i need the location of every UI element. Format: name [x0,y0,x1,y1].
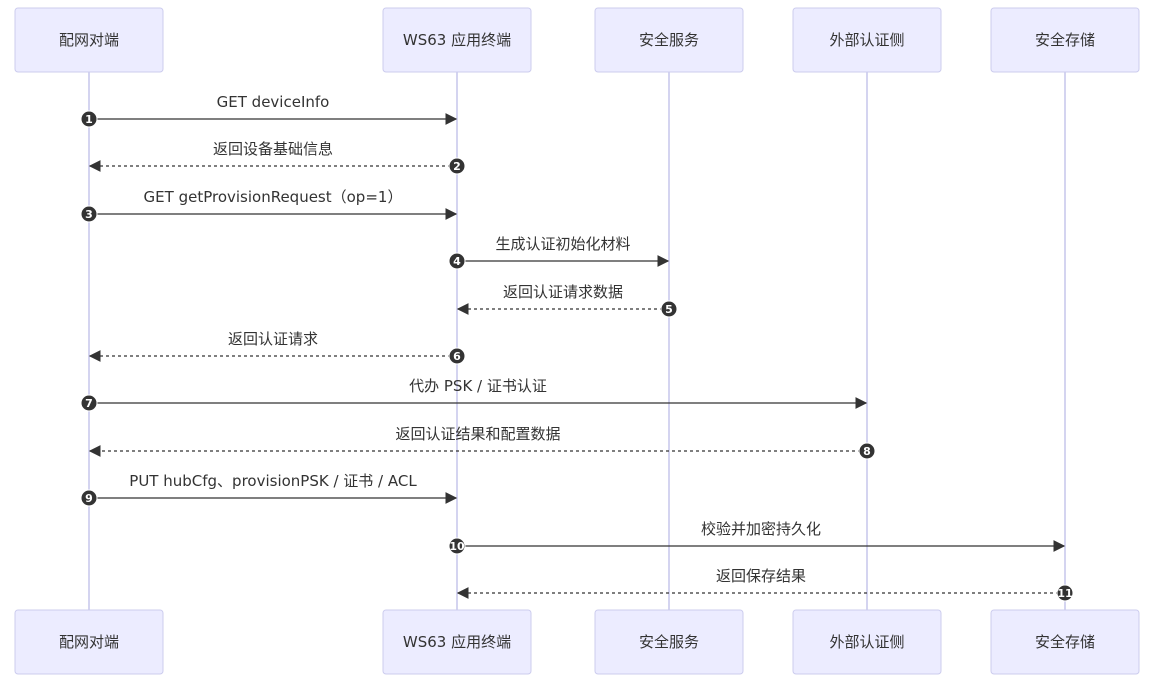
participant-box [382,609,532,675]
message-label: 生成认证初始化材料 [495,235,630,253]
message-8: 返回认证结果和配置数据 8 [88,425,876,460]
sequence-number-badge [80,205,98,223]
sequence-number-badge [80,394,98,412]
sequence-number-badge [448,157,466,175]
participant-label: 外部认证侧 [829,633,904,651]
sequence-number: 8 [863,445,871,458]
message-label: GET getProvisionRequest（op=1） [144,188,403,206]
participant-label: 外部认证侧 [829,31,904,49]
sequence-number: 1 [85,113,93,126]
sequence-number: 7 [85,397,93,410]
participant-sec-top: 安全服务 [594,7,744,73]
participant-box [792,7,942,73]
participant-store-bottom: 安全存储 [990,609,1140,675]
participant-ext-bottom: 外部认证侧 [792,609,942,675]
message-5: 返回认证请求数据 5 [456,283,678,318]
participant-store-top: 安全存储 [990,7,1140,73]
participant-box [792,609,942,675]
participants-bottom: 配网对端 WS63 应用终端 安全服务 外部认证侧 安全存储 [14,609,1140,675]
message-label: 代办 PSK / 证书认证 [409,377,547,395]
message-label: PUT hubCfg、provisionPSK / 证书 / ACL [129,472,417,490]
message-3: GET getProvisionRequest（op=1） 3 [80,188,458,223]
sequence-number-badge [448,537,466,555]
participant-box [990,7,1140,73]
participant-peer-top: 配网对端 [14,7,164,73]
sequence-number-badge [80,489,98,507]
message-7: 代办 PSK / 证书认证 7 [80,377,868,412]
sequence-number-badge [1056,584,1074,602]
message-1: GET deviceInfo 1 [80,93,458,128]
participant-box [990,609,1140,675]
message-label: 返回认证请求 [228,330,318,348]
sequence-number: 4 [453,255,461,268]
message-label: 返回认证请求数据 [503,283,623,301]
sequence-number: 2 [453,160,461,173]
sequence-number-badge [448,252,466,270]
sequence-number-badge [858,442,876,460]
participant-label: 安全存储 [1035,31,1095,49]
participant-box [14,7,164,73]
message-10: 校验并加密持久化 10 [448,520,1066,555]
sequence-number: 9 [85,492,93,505]
message-6: 返回认证请求 6 [88,330,466,365]
participant-peer-bottom: 配网对端 [14,609,164,675]
participant-label: WS63 应用终端 [403,31,511,49]
participant-box [382,7,532,73]
participant-label: 安全存储 [1035,633,1095,651]
participant-ws63-top: WS63 应用终端 [382,7,532,73]
participant-sec-bottom: 安全服务 [594,609,744,675]
participant-box [594,609,744,675]
sequence-number: 11 [1057,587,1072,600]
participant-label: 配网对端 [59,31,119,49]
message-label: 返回认证结果和配置数据 [395,425,560,443]
participant-label: 安全服务 [639,633,699,651]
participant-label: 配网对端 [59,633,119,651]
sequence-number-badge [660,300,678,318]
participant-label: WS63 应用终端 [403,633,511,651]
message-11: 返回保存结果 11 [456,567,1074,602]
sequence-number: 3 [85,208,93,221]
message-label: 校验并加密持久化 [701,520,821,538]
message-4: 生成认证初始化材料 4 [448,235,670,270]
participant-box [14,609,164,675]
sequence-number: 5 [665,303,673,316]
sequence-number-badge [448,347,466,365]
message-label: GET deviceInfo [217,93,330,111]
participants-top: 配网对端 WS63 应用终端 安全服务 外部认证侧 安全存储 [14,7,1140,73]
sequence-number-badge [80,110,98,128]
message-2: 返回设备基础信息 2 [88,140,466,175]
participant-ext-top: 外部认证侧 [792,7,942,73]
participant-ws63-bottom: WS63 应用终端 [382,609,532,675]
message-9: PUT hubCfg、provisionPSK / 证书 / ACL 9 [80,472,458,507]
message-label: 返回设备基础信息 [213,140,333,158]
participant-label: 安全服务 [639,31,699,49]
sequence-number: 6 [453,350,461,363]
sequence-number: 10 [449,540,465,553]
message-label: 返回保存结果 [716,567,806,585]
participant-box [594,7,744,73]
